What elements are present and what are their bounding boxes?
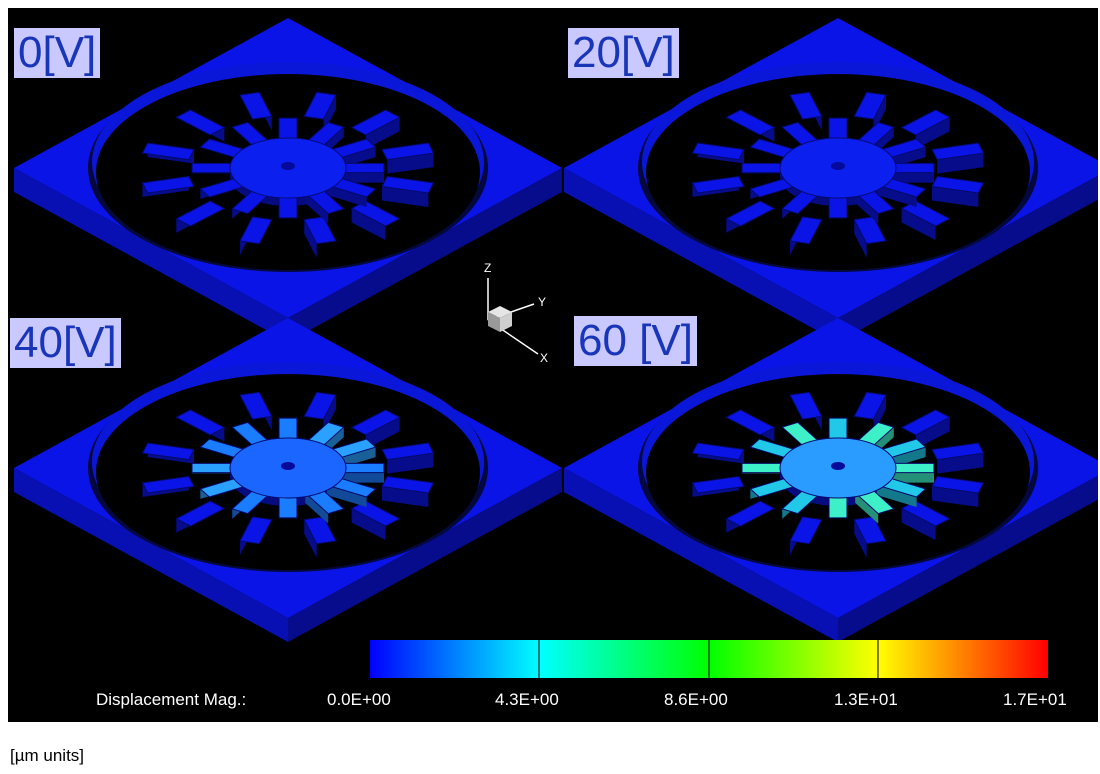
- outer-electrode: [239, 216, 273, 245]
- outer-electrode: [931, 475, 985, 494]
- outer-electrode: [900, 409, 951, 436]
- panel-label-60v: 60 [V]: [574, 316, 697, 366]
- outer-electrode: [175, 109, 226, 136]
- rotor-hub: [281, 462, 295, 470]
- render-canvas: Z Y X: [14, 18, 1098, 678]
- outer-electrode: [175, 500, 226, 527]
- legend-tick-4: 1.7E+01: [1003, 690, 1067, 709]
- outer-electrode: [931, 442, 985, 461]
- outer-electrode: [725, 200, 776, 227]
- outer-electrode: [381, 442, 435, 461]
- panel-label-40v: 40[V]: [10, 318, 121, 368]
- panel-0v-model: [14, 18, 562, 342]
- outer-electrode: [239, 391, 273, 420]
- outer-electrode: [381, 175, 435, 194]
- frame-side-left: [564, 468, 838, 642]
- triad-y-label: Y: [538, 295, 546, 309]
- frame-side-right: [838, 475, 1098, 642]
- outer-electrode: [725, 109, 776, 136]
- outer-electrode: [853, 516, 887, 545]
- outer-electrode: [239, 516, 273, 545]
- outer-electrode: [691, 442, 745, 461]
- outer-electrode: [175, 409, 226, 436]
- outer-electrode: [141, 142, 195, 161]
- frame-side-right: [838, 175, 1098, 342]
- outer-electrode: [350, 409, 401, 436]
- frame-side-left: [14, 468, 288, 642]
- outer-electrode: [853, 216, 887, 245]
- outer-electrode: [900, 109, 951, 136]
- outer-electrode: [239, 91, 273, 120]
- outer-electrode: [691, 475, 745, 494]
- outer-electrode: [303, 391, 337, 420]
- panel-40v-model: [14, 318, 562, 642]
- frame-side-right: [288, 168, 562, 342]
- outer-electrode: [931, 142, 985, 161]
- panel-label-0v: 0[V]: [14, 28, 101, 78]
- panel-label-20v: 20[V]: [568, 28, 679, 78]
- outer-electrode: [853, 91, 887, 120]
- legend-tick-3: 1.3E+01: [834, 690, 898, 709]
- outer-electrode: [141, 175, 195, 194]
- triad-x-label: X: [540, 351, 548, 365]
- axis-triad-icon: Z Y X: [484, 261, 548, 365]
- outer-electrode: [853, 391, 887, 420]
- legend-tick-1: 4.3E+00: [495, 690, 559, 709]
- outer-electrode: [789, 216, 823, 245]
- outer-electrode: [350, 109, 401, 136]
- render-viewport: Z Y X 0[V] 20[V] 40[V] 60 [V]: [8, 8, 1098, 722]
- outer-electrode: [789, 516, 823, 545]
- legend-colorbar: [370, 640, 1048, 678]
- outer-electrode: [141, 475, 195, 494]
- panel-60v-model: [564, 318, 1098, 642]
- outer-electrode: [789, 91, 823, 120]
- outer-electrode: [725, 500, 776, 527]
- panel-20v-model: [564, 18, 1098, 342]
- outer-electrode: [931, 175, 985, 194]
- outer-electrode: [303, 216, 337, 245]
- triad-z-label: Z: [484, 261, 491, 275]
- outer-electrode: [789, 391, 823, 420]
- outer-electrode: [303, 91, 337, 120]
- outer-electrode: [725, 409, 776, 436]
- outer-electrode: [381, 142, 435, 161]
- legend-tick-2: 8.6E+00: [664, 690, 728, 709]
- frame-side-left: [14, 168, 288, 342]
- units-label: [µm units]: [10, 746, 85, 765]
- outer-electrode: [175, 200, 226, 227]
- outer-electrode: [691, 175, 745, 194]
- rotor-hub: [831, 462, 845, 470]
- legend-title: Displacement Mag.:: [96, 690, 247, 709]
- outer-electrode: [303, 516, 337, 545]
- frame-side-left: [564, 168, 838, 342]
- legend-tick-0: 0.0E+00: [327, 690, 391, 709]
- outer-electrode: [141, 442, 195, 461]
- frame-side-right: [288, 468, 562, 642]
- rotor-hub: [281, 162, 295, 170]
- outer-electrode: [381, 475, 435, 494]
- rotor-hub: [831, 162, 845, 170]
- outer-electrode: [691, 142, 745, 161]
